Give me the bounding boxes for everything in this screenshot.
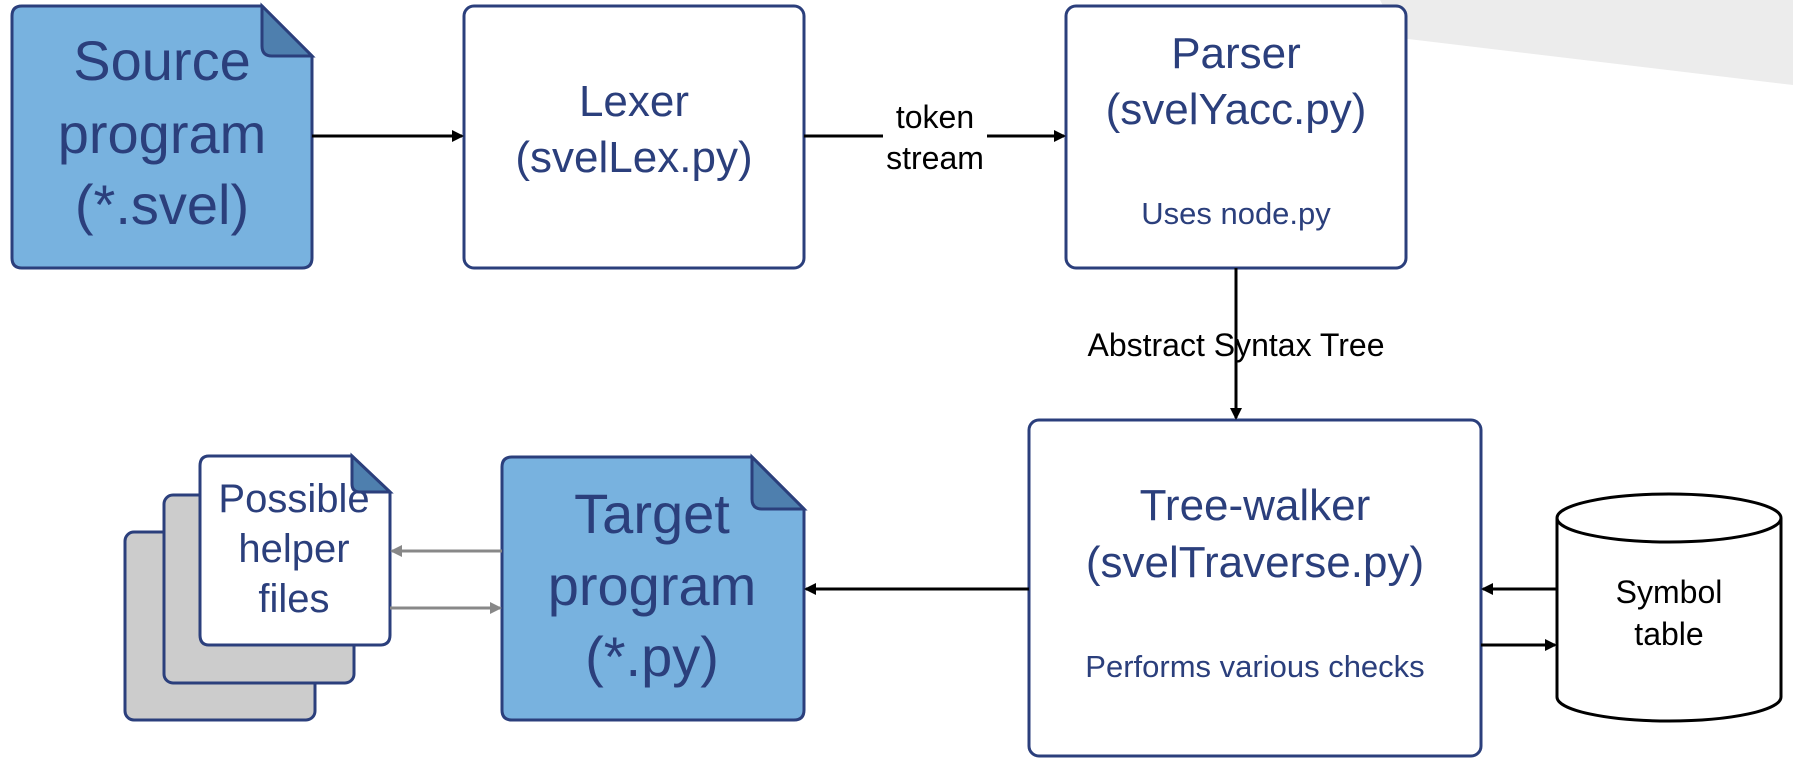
ast-label: Abstract Syntax Tree xyxy=(1087,327,1384,363)
background-shape xyxy=(1380,0,1793,85)
parser-node: Parser (svelYacc.py) Uses node.py xyxy=(1064,4,1408,270)
parser-line-2: (svelYacc.py) xyxy=(1106,85,1367,134)
parser-line-1: Parser xyxy=(1171,29,1301,78)
parser-note: Uses node.py xyxy=(1141,196,1331,231)
helper-line-3: files xyxy=(258,577,329,621)
helper-line-1: Possible xyxy=(218,477,369,521)
target-line-1: Target xyxy=(574,482,730,545)
lexer-line-2: (svelLex.py) xyxy=(515,133,752,182)
token-stream-label-line-1: token xyxy=(896,99,974,135)
lexer-node: Lexer (svelLex.py) xyxy=(462,4,806,270)
target-program-node: Target program (*.py) xyxy=(500,453,808,722)
lexer-line-1: Lexer xyxy=(579,77,689,126)
source-program-node: Source program (*.svel) xyxy=(10,2,316,270)
token-stream-label-line-2: stream xyxy=(886,140,984,176)
target-line-3: (*.py) xyxy=(585,625,719,688)
helper-files-node: Possible helper files xyxy=(123,452,394,722)
walker-line-1: Tree-walker xyxy=(1140,481,1371,530)
walker-note: Performs various checks xyxy=(1085,649,1424,684)
walker-line-2: (svelTraverse.py) xyxy=(1086,538,1424,587)
source-line-2: program xyxy=(58,102,267,165)
symbol-table-node: Symbol table xyxy=(1555,492,1783,723)
target-line-2: program xyxy=(548,554,757,617)
source-line-1: Source xyxy=(73,29,250,92)
tree-walker-node: Tree-walker (svelTraverse.py) Performs v… xyxy=(1027,418,1483,758)
helper-line-2: helper xyxy=(238,527,349,571)
symbol-table-line-2: table xyxy=(1634,616,1703,652)
source-line-3: (*.svel) xyxy=(75,173,249,236)
symbol-table-line-1: Symbol xyxy=(1616,574,1723,610)
